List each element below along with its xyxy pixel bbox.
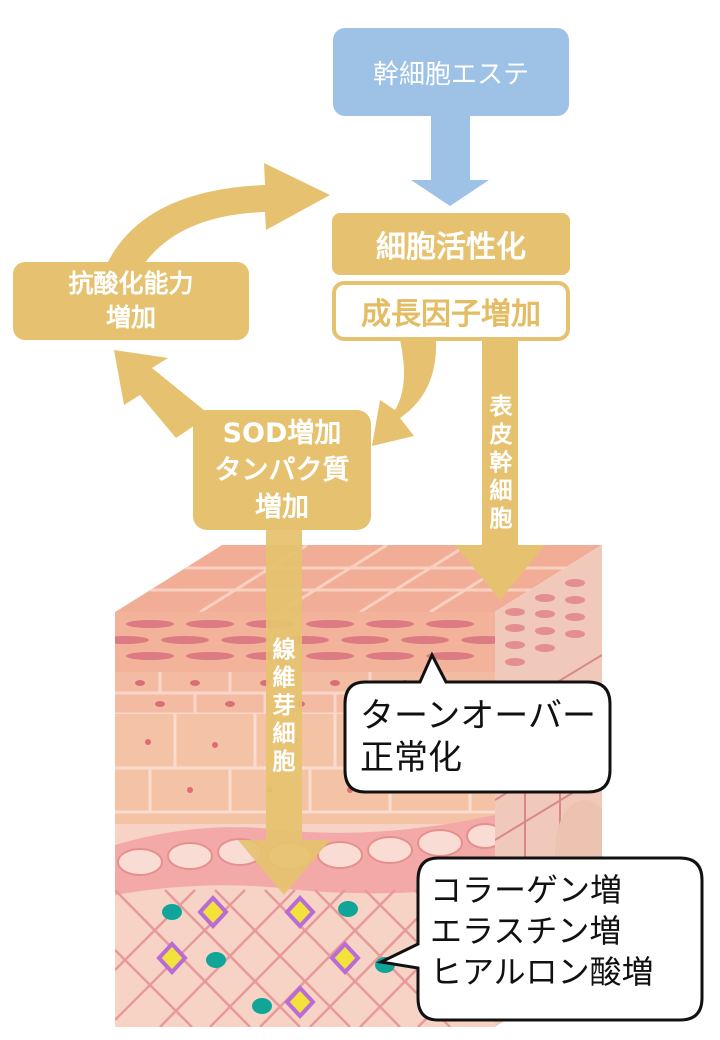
arrow-curve-up	[105, 163, 330, 270]
collagen-callout-text: コラーゲン増 エラスチン増 ヒアルロン酸増	[430, 870, 654, 993]
arrow-up-left	[114, 350, 210, 438]
epidermal-char: 幹	[489, 450, 513, 476]
sod-line-2: タンパク質	[214, 454, 350, 486]
fibroblast-char: 線	[272, 637, 296, 663]
stem-cell-esthetic-label: 幹細胞エステ	[372, 59, 529, 90]
growth-factor-label: 成長因子増加	[361, 297, 541, 332]
antioxidant-line-2: 増加	[105, 303, 156, 332]
fibroblast-char: 細	[272, 721, 296, 747]
callout-shapes	[343, 651, 704, 1022]
fibroblast-char: 維	[272, 665, 296, 691]
antioxidant-box: 抗酸化能力 増加	[13, 262, 249, 340]
turnover-line-2: 正常化	[360, 738, 462, 778]
sod-protein-box: SOD増加 タンパク質 増加	[193, 410, 371, 530]
arrow-fibroblast	[238, 520, 330, 895]
turnover-callout-text: ターンオーバー 正常化	[360, 695, 596, 779]
collagen-line-3: ヒアルロン酸増	[430, 953, 654, 991]
collagen-callout-bubble	[376, 856, 704, 1022]
epidermal-char: 皮	[489, 422, 513, 448]
antioxidant-line-1: 抗酸化能力	[68, 269, 194, 298]
fibroblast-char: 胞	[272, 749, 296, 775]
arrows	[105, 115, 545, 895]
sod-line-3: 増加	[255, 491, 309, 523]
cell-activation-label: 細胞活性化	[376, 230, 526, 265]
growth-factor-box: 成長因子増加	[332, 281, 570, 341]
cell-activation-box: 細胞活性化	[332, 213, 570, 275]
epidermal-stem-cell-label: 表 皮 幹 細 胞	[487, 393, 515, 533]
epidermal-char: 胞	[489, 506, 513, 532]
fibroblast-char: 芽	[272, 693, 296, 719]
stem-cell-esthetic-box: 幹細胞エステ	[333, 28, 569, 116]
turnover-callout-bubble	[343, 651, 612, 794]
collagen-line-1: コラーゲン増	[430, 871, 623, 909]
turnover-line-1: ターンオーバー	[360, 696, 596, 736]
arrow-down-blue	[411, 115, 489, 206]
arrow-epidermal	[455, 340, 545, 600]
epidermal-char: 表	[489, 394, 513, 420]
arrow-curve-down	[372, 340, 437, 446]
epidermal-char: 細	[489, 478, 513, 504]
sod-line-1: SOD増加	[222, 417, 342, 449]
collagen-line-2: エラスチン増	[430, 912, 622, 950]
fibroblast-label: 線 維 芽 細 胞	[270, 636, 298, 776]
